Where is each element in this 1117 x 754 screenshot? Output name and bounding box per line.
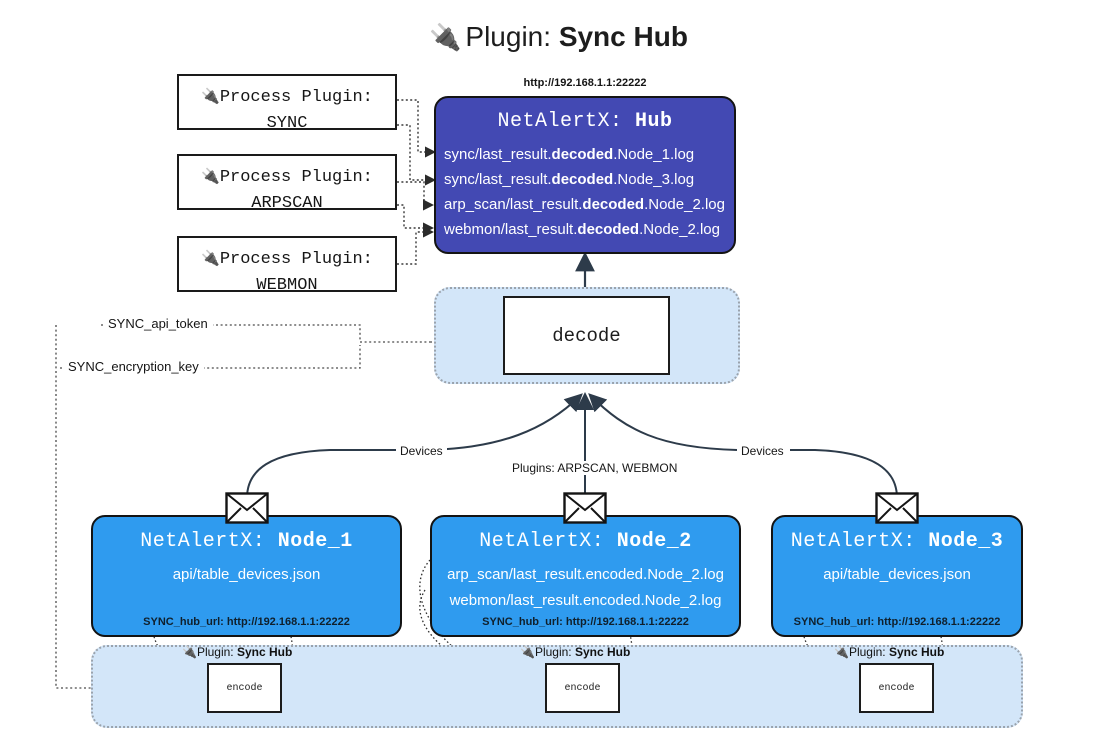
node-title-prefix: NetAlertX:	[140, 530, 278, 553]
node-title-prefix: NetAlertX:	[790, 530, 929, 553]
node-title-name: Node_2	[616, 530, 692, 553]
node-title-name: Node_1	[277, 530, 353, 553]
encode-plugin-caption-3: 🔌Plugin: Sync Hub	[834, 645, 944, 659]
sync-api-token-label: SYNC_api_token	[103, 316, 213, 331]
envelope-icon	[225, 492, 269, 524]
caption-prefix: Plugin:	[196, 645, 237, 659]
process-plugin-name: SYNC	[266, 114, 308, 133]
node-line-list: api/table_devices.json	[93, 562, 400, 588]
hub-box[interactable]: NetAlertX: Hub sync/last_result.decoded.…	[434, 96, 736, 254]
caption-name: Sync Hub	[888, 645, 945, 659]
page-title-name: Sync Hub	[558, 21, 688, 52]
process-plugin-label: Process Plugin:	[219, 88, 373, 107]
node-title-prefix: NetAlertX:	[479, 530, 617, 553]
process-plugin-webmon[interactable]: 🔌Process Plugin: WEBMON	[177, 236, 397, 295]
node-line: arp_scan/last_result.encoded.Node_2.log	[447, 566, 724, 583]
envelope-icon	[875, 492, 919, 524]
caption-prefix: Plugin:	[534, 645, 575, 659]
log-post: .Node_2.log	[644, 196, 725, 213]
hub-title-name: Hub	[635, 110, 673, 133]
log-strong: decoded	[551, 146, 614, 163]
process-plugin-label: Process Plugin:	[219, 250, 373, 269]
electric-plug-icon: 🔌	[201, 167, 220, 185]
hub-title: NetAlertX: Hub	[436, 110, 734, 134]
caption-name: Sync Hub	[236, 645, 293, 659]
hub-log-list: sync/last_result.decoded.Node_1.log sync…	[436, 142, 734, 242]
process-plugin-sync[interactable]: 🔌Process Plugin: SYNC	[177, 74, 397, 133]
encode-box-node-1[interactable]: encode	[207, 663, 282, 713]
node-line-list: api/table_devices.json	[773, 562, 1021, 588]
log-strong: decoded	[577, 221, 640, 238]
node-hub-url-value: http://192.168.1.1:22222	[565, 616, 689, 628]
plugins-label-center: Plugins: ARPSCAN, WEBMON	[508, 461, 682, 475]
node-box-node-1[interactable]: NetAlertX: Node_1 api/table_devices.json…	[91, 515, 402, 637]
devices-label-right: Devices	[737, 444, 788, 458]
node-hub-url-value: http://192.168.1.1:22222	[226, 616, 350, 628]
encode-box-node-3[interactable]: encode	[859, 663, 934, 713]
electric-plug-icon: 🔌	[834, 645, 849, 659]
hub-log-line: arp_scan/last_result.decoded.Node_2.log	[444, 192, 728, 217]
process-plugin-name: WEBMON	[256, 276, 318, 295]
node-hub-url: SYNC_hub_url: http://192.168.1.1:22222	[93, 616, 400, 628]
log-post: .Node_2.log	[639, 221, 720, 238]
caption-prefix: Plugin:	[848, 645, 889, 659]
encode-box-node-2[interactable]: encode	[545, 663, 620, 713]
log-strong: decoded	[582, 196, 645, 213]
electric-plug-icon: 🔌	[201, 249, 220, 267]
node-line: webmon/last_result.encoded.Node_2.log	[449, 592, 722, 609]
hub-log-line: sync/last_result.decoded.Node_1.log	[444, 142, 728, 167]
log-pre: arp_scan/last_result.	[444, 196, 583, 213]
log-pre: webmon/last_result.	[444, 221, 578, 238]
node-hub-url-value: http://192.168.1.1:22222	[877, 616, 1001, 628]
node-hub-url-key: SYNC_hub_url:	[482, 616, 566, 628]
hub-url-label: http://192.168.1.1:22222	[523, 77, 647, 89]
node-box-node-3[interactable]: NetAlertX: Node_3 api/table_devices.json…	[771, 515, 1023, 637]
caption-name: Sync Hub	[574, 645, 631, 659]
encode-plugin-caption-1: 🔌Plugin: Sync Hub	[182, 645, 292, 659]
node-title: NetAlertX: Node_3	[773, 530, 1021, 554]
electric-plug-icon: 🔌	[429, 22, 462, 52]
decode-box[interactable]: decode	[503, 296, 670, 375]
node-title-name: Node_3	[928, 530, 1004, 553]
log-pre: sync/last_result.	[444, 171, 552, 188]
encode-plugin-caption-2: 🔌Plugin: Sync Hub	[520, 645, 630, 659]
process-plugin-label: Process Plugin:	[219, 168, 373, 187]
node-line-list: arp_scan/last_result.encoded.Node_2.log …	[432, 562, 739, 614]
devices-label-left: Devices	[396, 444, 447, 458]
node-hub-url-key: SYNC_hub_url:	[143, 616, 227, 628]
node-hub-url: SYNC_hub_url: http://192.168.1.1:22222	[432, 616, 739, 628]
page-title: 🔌Plugin: Sync Hub	[0, 16, 1117, 58]
electric-plug-icon: 🔌	[520, 645, 535, 659]
electric-plug-icon: 🔌	[201, 87, 220, 105]
node-line: api/table_devices.json	[823, 566, 971, 583]
log-post: .Node_3.log	[613, 171, 695, 188]
log-strong: decoded	[551, 171, 614, 188]
electric-plug-icon: 🔌	[182, 645, 197, 659]
node-hub-url: SYNC_hub_url: http://192.168.1.1:22222	[773, 616, 1021, 628]
node-title: NetAlertX: Node_1	[93, 530, 400, 554]
hub-log-line: webmon/last_result.decoded.Node_2.log	[444, 217, 728, 242]
page-title-prefix: Plugin:	[465, 21, 559, 52]
node-hub-url-key: SYNC_hub_url:	[793, 616, 878, 628]
hub-log-line: sync/last_result.decoded.Node_3.log	[444, 167, 728, 192]
log-post: .Node_1.log	[613, 146, 695, 163]
sync-encryption-key-label: SYNC_encryption_key	[63, 359, 204, 374]
node-line: api/table_devices.json	[172, 566, 321, 583]
hub-title-prefix: NetAlertX:	[497, 110, 635, 133]
node-box-node-2[interactable]: NetAlertX: Node_2 arp_scan/last_result.e…	[430, 515, 741, 637]
process-plugin-arpscan[interactable]: 🔌Process Plugin: ARPSCAN	[177, 154, 397, 213]
node-title: NetAlertX: Node_2	[432, 530, 739, 554]
process-plugin-name: ARPSCAN	[251, 194, 323, 213]
envelope-icon	[563, 492, 607, 524]
log-pre: sync/last_result.	[444, 146, 552, 163]
